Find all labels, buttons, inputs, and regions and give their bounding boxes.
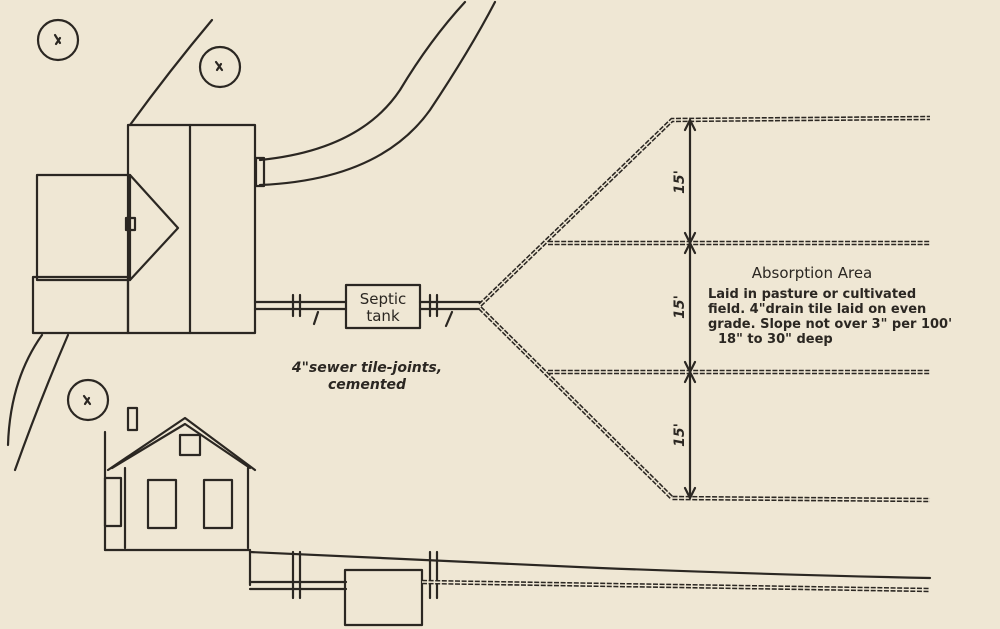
- tree-icon: [66, 378, 110, 422]
- tree-icon: [198, 45, 242, 89]
- septic-tank: [344, 283, 422, 330]
- drain-tiles: [478, 115, 931, 503]
- spacing-label: 15': [672, 170, 688, 194]
- absorption-area-title: Absorption Area: [752, 264, 872, 282]
- absorption-desc: grade. Slope not over 3" per 100': [708, 317, 952, 332]
- spacing-label: 15': [672, 295, 688, 319]
- sewer-label: 4"sewer tile-joints,: [291, 360, 442, 376]
- sewer-label: cemented: [328, 377, 407, 393]
- house-plan: [31, 123, 257, 335]
- absorption-desc: field. 4"drain tile laid on even: [708, 302, 926, 317]
- septic-tank-label: Septic: [360, 290, 407, 308]
- house-elevation: [103, 406, 932, 627]
- tree-icon: [36, 18, 80, 62]
- dimension-line: [683, 118, 697, 500]
- absorption-desc: 18" to 30" deep: [718, 332, 833, 347]
- absorption-desc: Laid in pasture or cultivated: [708, 287, 916, 302]
- septic-tank-label: tank: [366, 307, 400, 325]
- driveway: [6, 0, 497, 472]
- spacing-label: 15': [672, 423, 688, 447]
- sewer-line: [253, 293, 482, 328]
